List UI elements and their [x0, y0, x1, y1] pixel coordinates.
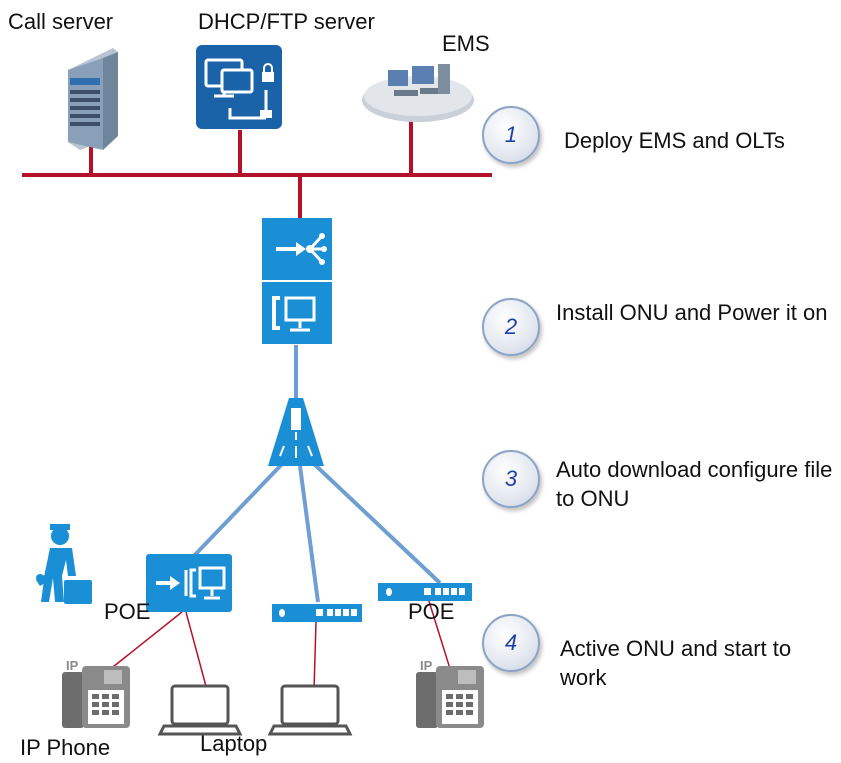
step-1-text: Deploy EMS and OLTs	[564, 128, 785, 153]
step-3-badge: 3	[482, 450, 540, 508]
poe-label: POE	[408, 599, 455, 624]
step-1-badge: 1	[482, 106, 540, 164]
onu-small-icon	[272, 604, 362, 622]
ems-icon	[362, 64, 474, 122]
laptop-icon	[267, 684, 353, 736]
call-server-label: Call server	[8, 9, 114, 34]
step-2-text: Install ONU and Power it on	[556, 300, 828, 325]
olt-icon	[262, 218, 332, 344]
dhcp-ftp-server-icon	[196, 45, 282, 129]
ip-phone-label: IP Phone	[20, 735, 111, 760]
step-3-text: Auto download configure file to ONU	[556, 457, 833, 511]
laptop-icon	[157, 684, 243, 736]
ip-phone-icon	[416, 666, 484, 728]
engineer-icon	[36, 524, 92, 604]
poe-label: POE	[104, 599, 151, 624]
step-4-text: Active ONU and start to work	[560, 636, 792, 690]
laptop-label: Laptop	[200, 731, 268, 756]
ip-phone-ip-mark: IP	[420, 658, 433, 673]
onu-small-icon	[378, 583, 472, 601]
step-4-badge: 4	[482, 614, 540, 672]
ems-label: EMS	[442, 31, 490, 56]
step-2-badge: 2	[482, 298, 540, 356]
call-server-icon	[68, 48, 118, 150]
dhcp-ftp-server-label: DHCP/FTP server	[198, 9, 375, 34]
splitter-icon	[268, 398, 324, 466]
onu-icon	[146, 554, 232, 612]
fiber-links	[188, 345, 442, 603]
ip-phone-ip-mark: IP	[66, 658, 79, 673]
ip-phone-icon	[62, 666, 130, 728]
